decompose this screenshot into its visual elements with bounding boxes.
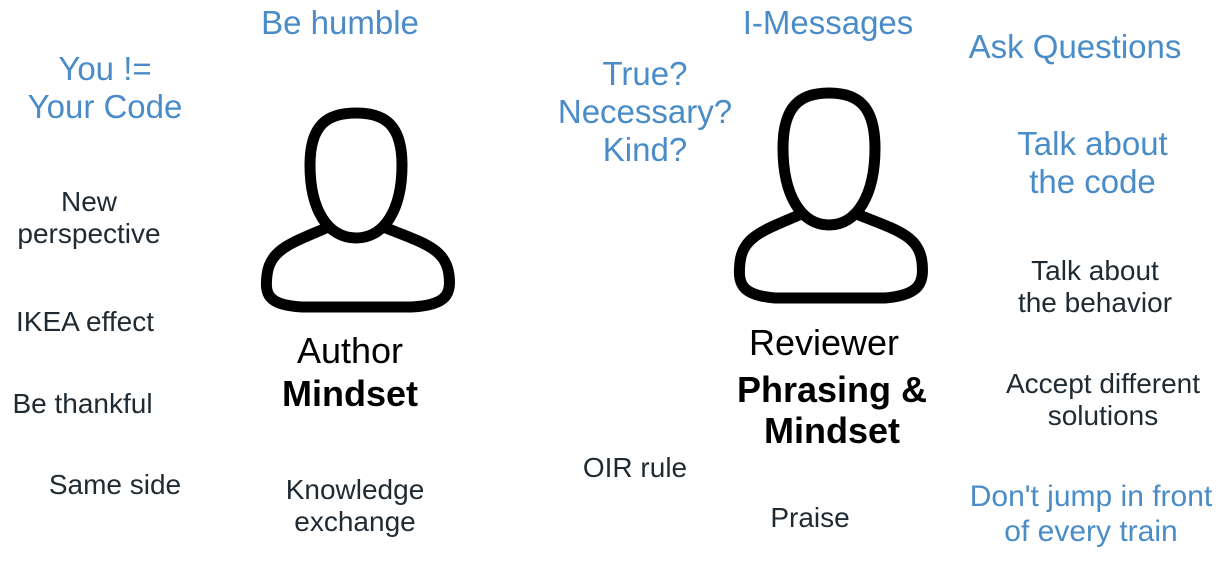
note-you-not-your-code: You != Your Code: [27, 50, 183, 125]
note-true-necessary-kind: True? Necessary? Kind?: [557, 55, 733, 168]
note-talk-about-behavior: Talk about the behavior: [1017, 255, 1173, 319]
note-accept-different-solutions: Accept different solutions: [1005, 368, 1201, 432]
note-new-perspective: New perspective: [17, 186, 161, 250]
note-be-thankful: Be thankful: [12, 388, 153, 419]
note-praise: Praise: [770, 502, 850, 533]
note-be-humble: Be humble: [261, 4, 419, 41]
note-dont-jump: Don't jump in front of every train: [969, 480, 1213, 548]
author-person-icon: [260, 107, 455, 313]
note-talk-about-code: Talk about the code: [1017, 125, 1168, 200]
note-knowledge-exchange: Knowledge exchange: [285, 474, 425, 538]
author-label-bold: Mindset: [281, 373, 418, 414]
note-ikea-effect: IKEA effect: [15, 306, 155, 337]
note-ask-questions: Ask Questions: [968, 28, 1182, 65]
note-same-side: Same side: [48, 469, 182, 500]
reviewer-person-icon: [733, 87, 928, 304]
note-oir-rule: OIR rule: [582, 452, 688, 483]
reviewer-label-bold: Phrasing & Mindset: [736, 369, 928, 452]
reviewer-label: Reviewer: [748, 322, 900, 363]
author-label: Author: [296, 330, 404, 371]
note-i-messages: I-Messages: [742, 4, 914, 41]
